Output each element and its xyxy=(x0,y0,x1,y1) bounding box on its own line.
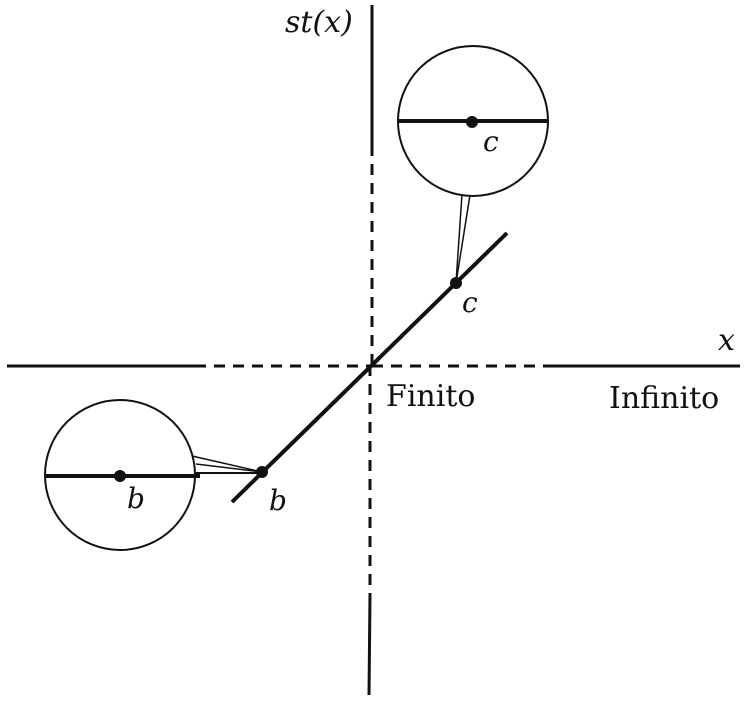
point-c-label: c xyxy=(462,286,478,319)
magnifier-b-point xyxy=(114,470,126,482)
magnifier-c xyxy=(397,45,549,284)
magnifier-b xyxy=(44,399,263,551)
magnifier-c-point xyxy=(466,116,478,128)
magnifier-b-pointer-top xyxy=(191,455,263,473)
y-axis-lower-solid xyxy=(367,594,372,696)
point-b-label: b xyxy=(269,484,287,517)
y-axis-label: st(x) xyxy=(285,5,353,40)
magnifier-c-pointer-left xyxy=(455,193,463,284)
finite-label: Finito xyxy=(386,379,475,414)
magnifier-b-pointer-bottom xyxy=(195,463,263,473)
magnifier-b-label: b xyxy=(127,482,145,515)
x-axis-label: x xyxy=(718,323,735,358)
y-axis xyxy=(367,5,374,696)
standard-part-line xyxy=(230,231,509,504)
infinite-label: Infinito xyxy=(609,381,719,416)
magnifier-c-label: c xyxy=(483,125,499,158)
magnifier-c-pointer-right xyxy=(455,194,471,284)
